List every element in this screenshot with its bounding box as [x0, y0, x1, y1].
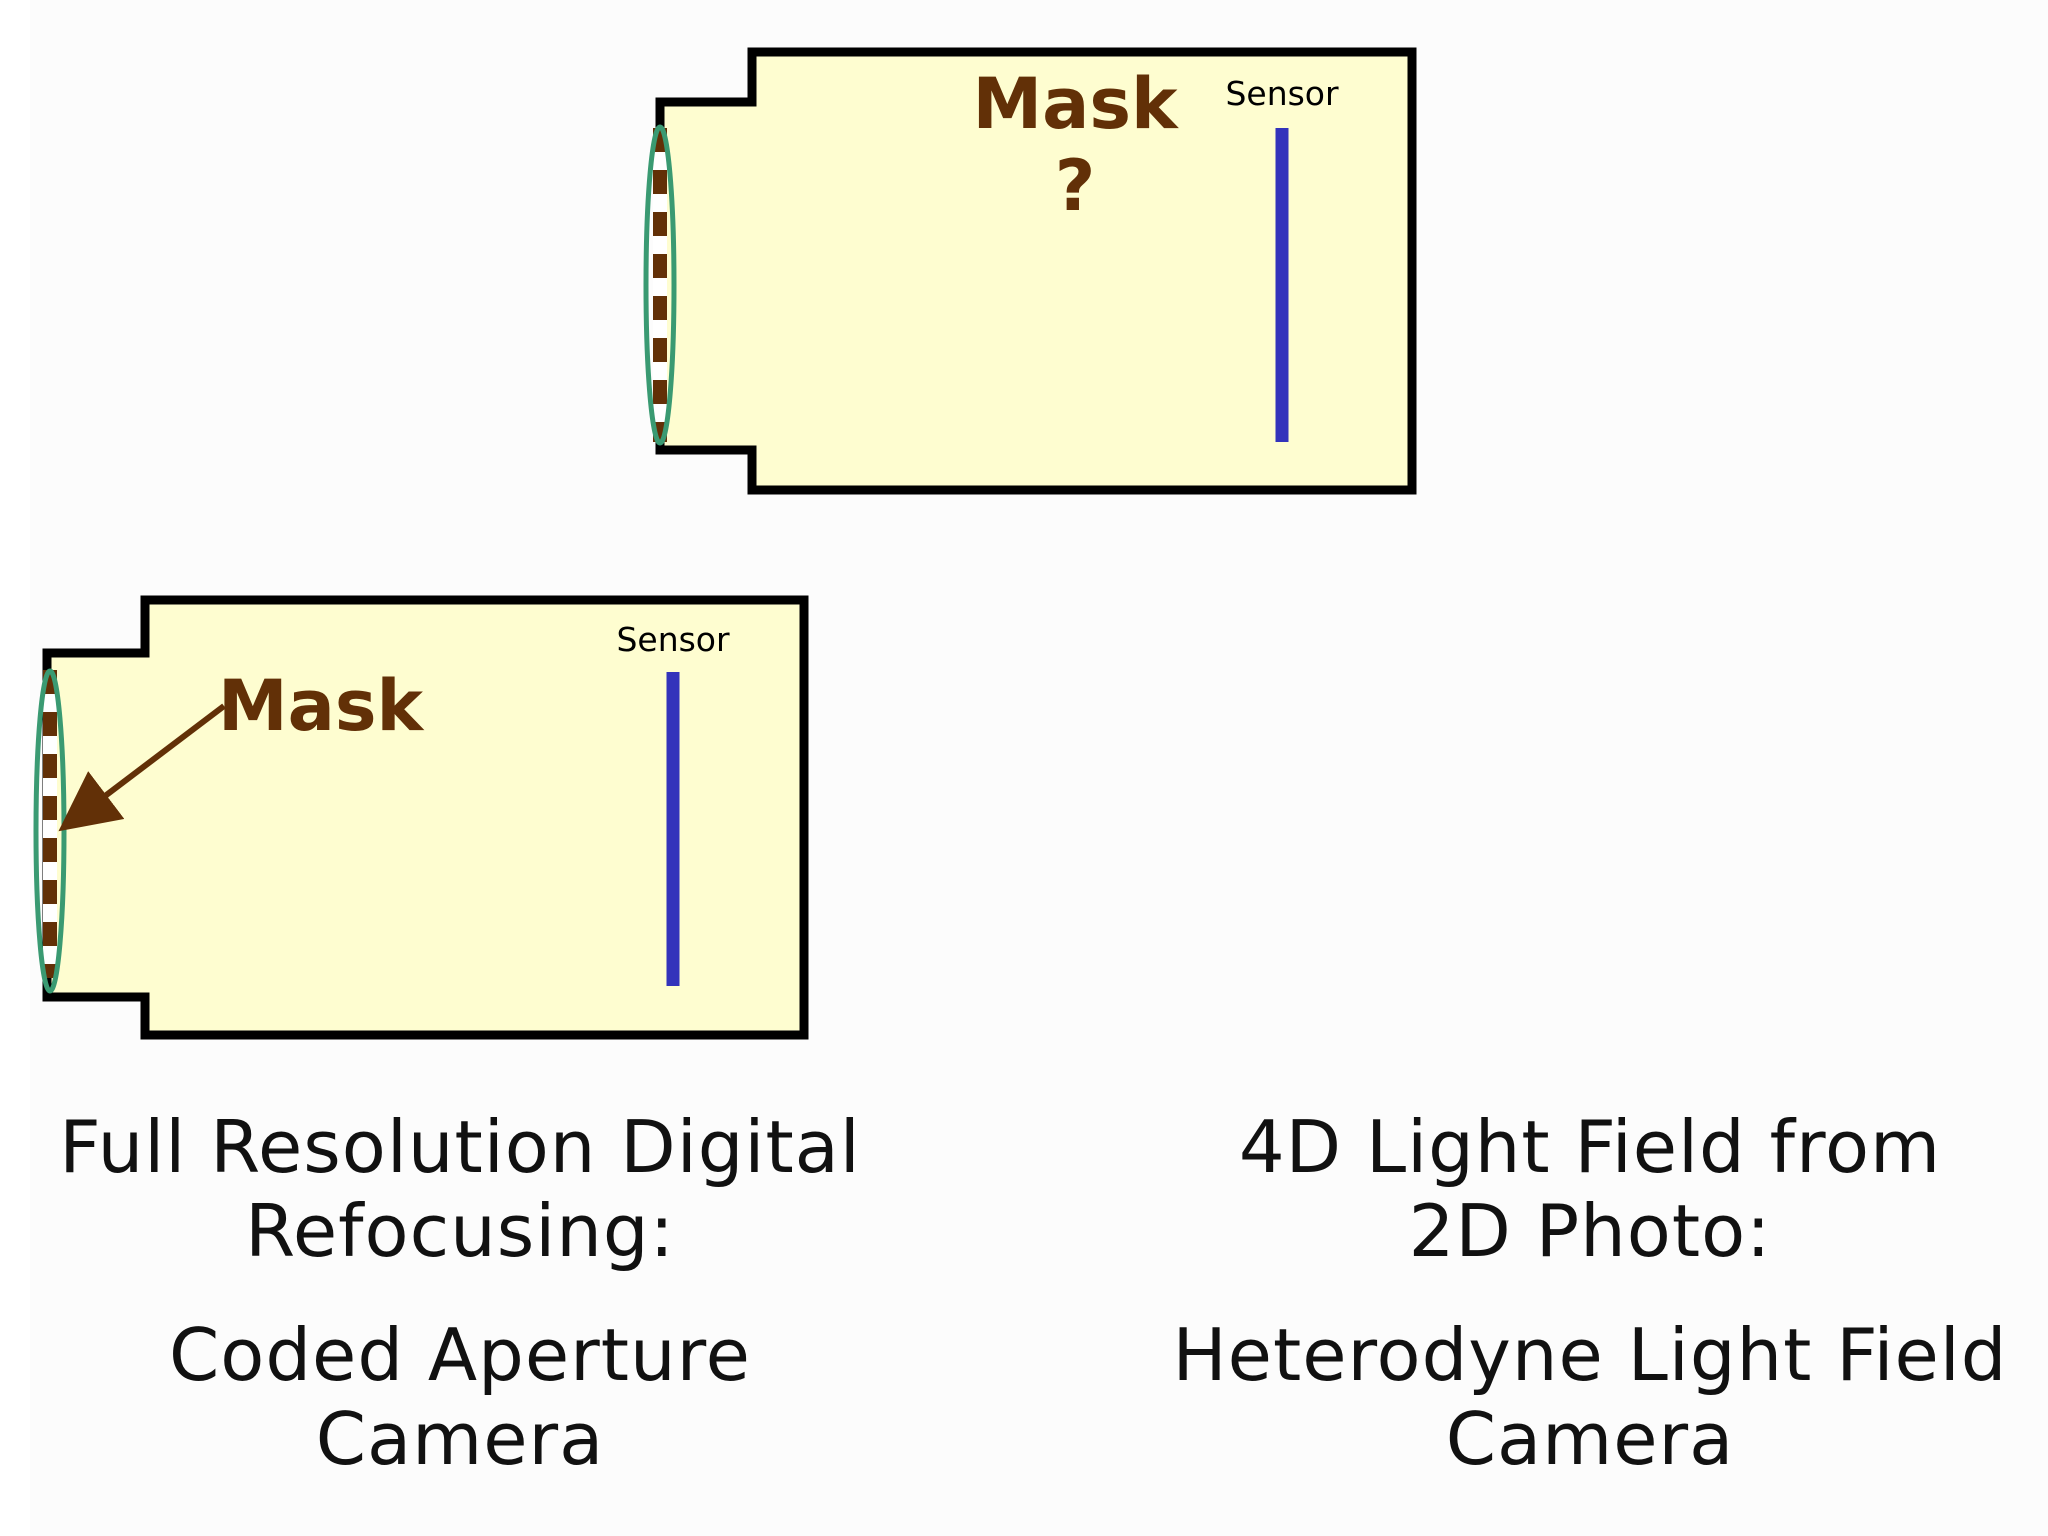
mask-label: Mask [972, 63, 1179, 145]
camera-body [42, 595, 809, 1040]
mask-label: Mask [218, 665, 425, 747]
right-caption-line-4: Camera [1445, 1397, 1735, 1481]
left-caption-line-3: Coded Aperture Camera [169, 1313, 751, 1481]
sensor-label: Sensor [1225, 74, 1339, 113]
mask-question-mark: ? [1055, 145, 1096, 227]
left-caption: Full Resolution Digital Refocusing: Code… [20, 1105, 900, 1481]
right-caption-line-2: 2D Photo: [1408, 1189, 1772, 1273]
sensor-label: Sensor [616, 620, 730, 659]
right-caption: 4D Light Field from 2D Photo: Heterodyne… [1150, 1105, 2030, 1481]
left-caption-line-1: Full Resolution Digital [59, 1105, 861, 1189]
mask-arrow [58, 703, 226, 832]
lens-icon [643, 124, 677, 446]
right-caption-line-3: Heterodyne Light Field [1172, 1313, 2008, 1397]
camera-body [655, 47, 1417, 495]
left-caption-line-2: Refocusing: [245, 1189, 675, 1273]
heterodyne-camera: Sensor Mask ? [643, 47, 1417, 495]
right-caption-line-1: 4D Light Field from [1238, 1105, 1942, 1189]
coded-aperture-camera: Sensor Mask [33, 595, 809, 1040]
